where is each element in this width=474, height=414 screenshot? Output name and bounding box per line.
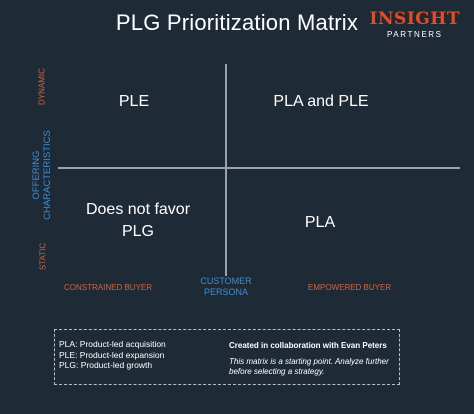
legend-notes: Created in collaboration with Evan Peter… [229, 341, 399, 377]
horizontal-axis-line [58, 167, 460, 169]
x-axis-left-label: CONSTRAINED BUYER [64, 283, 153, 292]
legend-item-ple: PLE: Product-led expansion [59, 349, 165, 360]
quadrant-top-right: PLA and PLE [273, 93, 369, 110]
y-axis-title: OFFERING CHARACTERISTICS [31, 123, 53, 227]
legend-definitions: PLA: Product-led acquisition PLE: Produc… [59, 339, 166, 371]
quadrant-bottom-left-line1: Does not favor [85, 201, 191, 218]
quadrant-top-left: PLE [118, 93, 150, 110]
vertical-axis-line [225, 64, 227, 276]
y-axis-title-line2: CHARACTERISTICS [42, 130, 53, 220]
y-axis-top-label: DYNAMIC [37, 68, 47, 105]
logo-subtitle: PARTNERS [386, 30, 443, 39]
legend-box: PLA: Product-led acquisition PLE: Produc… [54, 329, 400, 385]
x-axis-right-label: EMPOWERED BUYER [308, 283, 392, 292]
insight-partners-logo: INSIGHT PARTNERS [370, 10, 460, 39]
legend-item-plg: PLG: Product-led growth [59, 360, 153, 370]
logo-wordmark: INSIGHT [369, 9, 460, 29]
x-axis-title-line2: PERSONA [203, 287, 248, 297]
page-title: PLG Prioritization Matrix [115, 10, 359, 35]
legend-item-pla: PLA: Product-led acquisition [59, 339, 166, 349]
disclaimer-note: This matrix is a starting point. Analyze… [229, 357, 389, 376]
y-axis-bottom-label: STATIC [38, 242, 48, 271]
collaboration-credit: Created in collaboration with Evan Peter… [229, 341, 387, 350]
y-axis-title-line1: OFFERING [31, 150, 42, 200]
quadrant-bottom-left: Does not favor PLG [70, 199, 206, 243]
quadrant-bottom-right: PLA [304, 214, 336, 231]
x-axis-title: CUSTOMER PERSONA [186, 276, 266, 298]
x-axis-title-line1: CUSTOMER [200, 276, 252, 286]
quadrant-bottom-left-line2: PLG [121, 223, 154, 240]
